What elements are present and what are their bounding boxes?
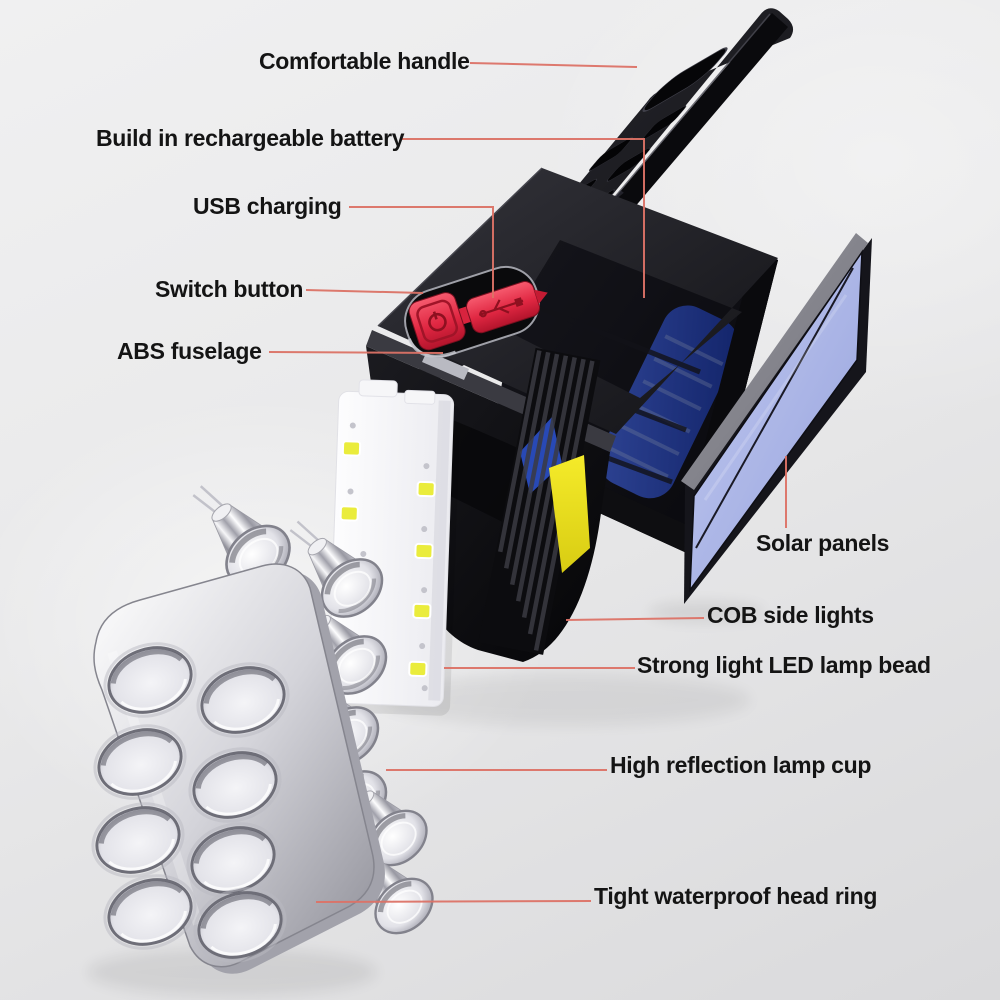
label-high-reflection-lamp-cup: High reflection lamp cup <box>610 752 872 778</box>
leader-line-abs-fuselage <box>268 351 444 354</box>
abs-chamfer-silver <box>422 351 469 380</box>
lamp-cup-holes <box>91 642 290 963</box>
leader-line-switch-button <box>305 289 424 294</box>
solar-panel <box>681 233 872 604</box>
leader-line-usb-charging <box>349 206 494 298</box>
usb-cover <box>466 281 548 334</box>
side-fins <box>478 347 601 655</box>
warning-sticker <box>549 455 590 573</box>
leader-line-comfortable-handle <box>469 62 638 68</box>
body-top-face <box>378 168 778 434</box>
label-solar-panels: Solar panels <box>756 530 890 556</box>
leader-lines <box>268 62 787 903</box>
cob-tab <box>358 379 398 398</box>
leader-line-tight-waterproof-head-ring <box>315 900 592 903</box>
label-tight-waterproof-head-ring: Tight waterproof head ring <box>594 883 878 909</box>
label-rechargeable-battery: Build in rechargeable battery <box>96 125 405 151</box>
power-button <box>408 292 466 351</box>
panel-sheen <box>703 294 848 501</box>
panel-cells <box>689 249 863 593</box>
label-usb-charging: USB charging <box>193 193 342 219</box>
leader-line-cob-side-lights <box>565 617 705 621</box>
panel-divider <box>695 267 854 549</box>
power-icon <box>428 311 447 332</box>
body-top-edge-highlight <box>377 167 543 327</box>
label-strong-light-led-lamp-bead: Strong light LED lamp bead <box>637 652 931 678</box>
lamp-cup-plate <box>91 563 385 974</box>
label-cob-side-lights: COB side lights <box>707 602 874 628</box>
cob-tab <box>404 389 436 405</box>
panel-bevel <box>681 233 868 490</box>
lamp-bead <box>289 520 384 618</box>
label-comfortable-handle: Comfortable handle <box>259 48 470 74</box>
usb-icon <box>478 297 524 318</box>
lanyard-hole <box>642 47 728 112</box>
cob-rivets <box>347 422 430 692</box>
label-switch-button: Switch button <box>155 276 304 302</box>
leader-line-rechargeable-battery <box>402 138 645 298</box>
lamp-wire-pins <box>192 485 225 514</box>
label-abs-fuselage: ABS fuselage <box>117 338 262 364</box>
cob-leds <box>339 440 436 678</box>
lamp-wire-pins <box>289 520 320 548</box>
switch-tray <box>404 265 548 359</box>
